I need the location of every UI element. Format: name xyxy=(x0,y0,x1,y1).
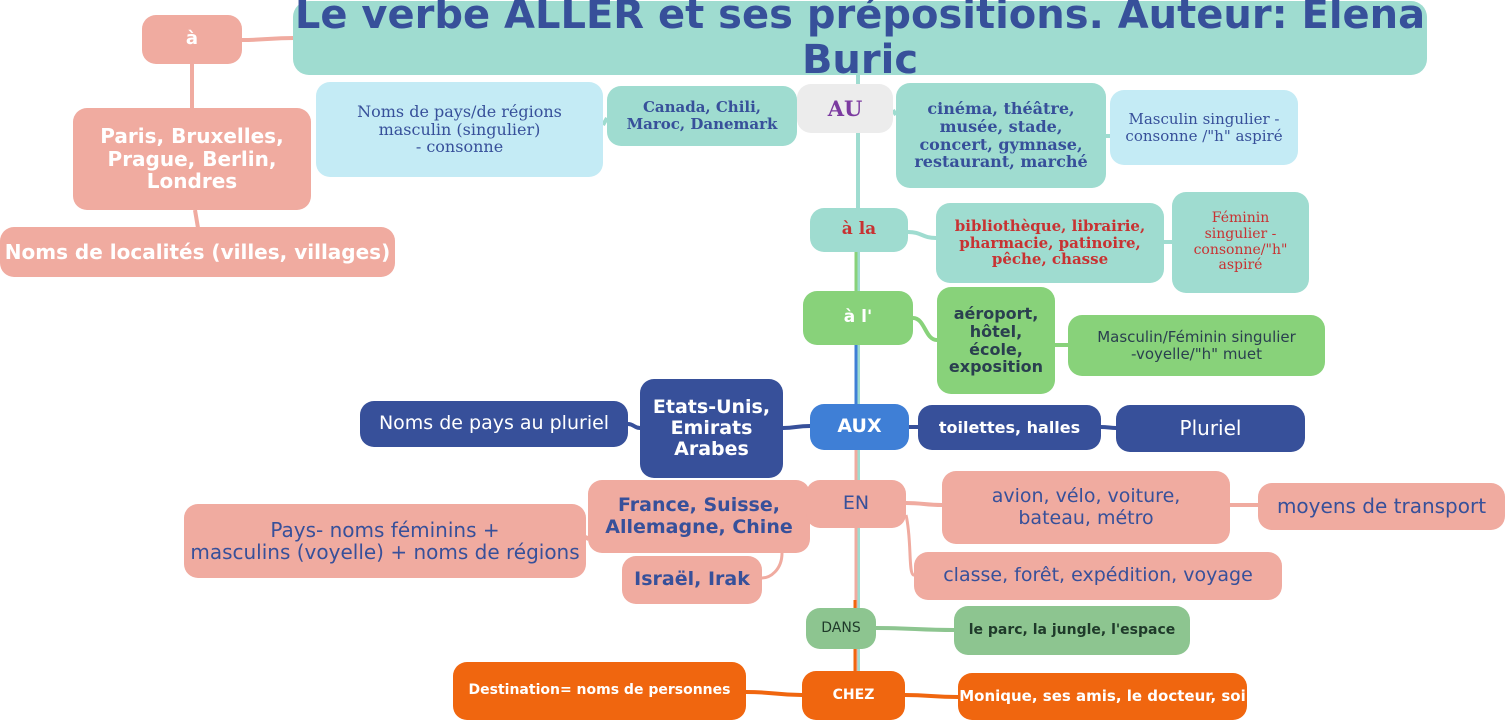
preposition-en: EN xyxy=(806,480,906,528)
preposition-aux: AUX xyxy=(810,404,909,450)
aux-country-rule: Noms de pays au pluriel xyxy=(360,401,628,447)
en-transport-examples: avion, vélo, voiture, bateau, métro xyxy=(942,471,1230,544)
en-country-examples: France, Suisse, Allemagne, Chine xyxy=(588,480,810,553)
chez-examples: Monique, ses amis, le docteur, soi xyxy=(958,673,1247,720)
au-place-rule: Masculin singulier - consonne /"h" aspir… xyxy=(1110,90,1298,165)
preposition-a-l: à l' xyxy=(803,291,913,345)
preposition-chez: CHEZ xyxy=(802,671,905,720)
en-country-examples-2: Israël, Irak xyxy=(622,556,762,604)
a-l-rule: Masculin/Féminin singulier -voyelle/"h" … xyxy=(1068,315,1325,376)
aux-rule: Pluriel xyxy=(1116,405,1305,452)
en-other-examples: classe, forêt, expédition, voyage xyxy=(914,552,1282,600)
en-transport-rule: moyens de transport xyxy=(1258,483,1505,530)
au-country-examples: Canada, Chili, Maroc, Danemark xyxy=(607,86,797,146)
a-examples: Paris, Bruxelles, Prague, Berlin, Londre… xyxy=(73,108,311,210)
preposition-a-la: à la xyxy=(810,208,908,252)
a-la-rule: Féminin singulier - consonne/"h" aspiré xyxy=(1172,192,1309,293)
chez-rule: Destination= noms de personnes xyxy=(453,662,746,720)
a-rule: Noms de localités (villes, villages) xyxy=(0,227,395,277)
en-country-rule: Pays- noms féminins + masculins (voyelle… xyxy=(184,504,586,578)
preposition-dans: DANS xyxy=(806,608,876,649)
au-place-examples: cinéma, théâtre, musée, stade, concert, … xyxy=(896,83,1106,188)
aux-country-examples: Etats-Unis, Emirats Arabes xyxy=(640,379,783,478)
a-la-examples: bibliothèque, librairie, pharmacie, pati… xyxy=(936,203,1164,283)
page-title: Le verbe ALLER et ses prépositions. Aute… xyxy=(293,0,1427,83)
au-country-rule: Noms de pays/de régions masculin (singul… xyxy=(316,82,603,177)
preposition-au: AU xyxy=(797,84,893,133)
dans-examples: le parc, la jungle, l'espace xyxy=(954,606,1190,655)
aux-place-examples: toilettes, halles xyxy=(918,405,1101,450)
preposition-a: à xyxy=(142,15,242,64)
a-l-examples: aéroport, hôtel, école, exposition xyxy=(937,287,1055,394)
